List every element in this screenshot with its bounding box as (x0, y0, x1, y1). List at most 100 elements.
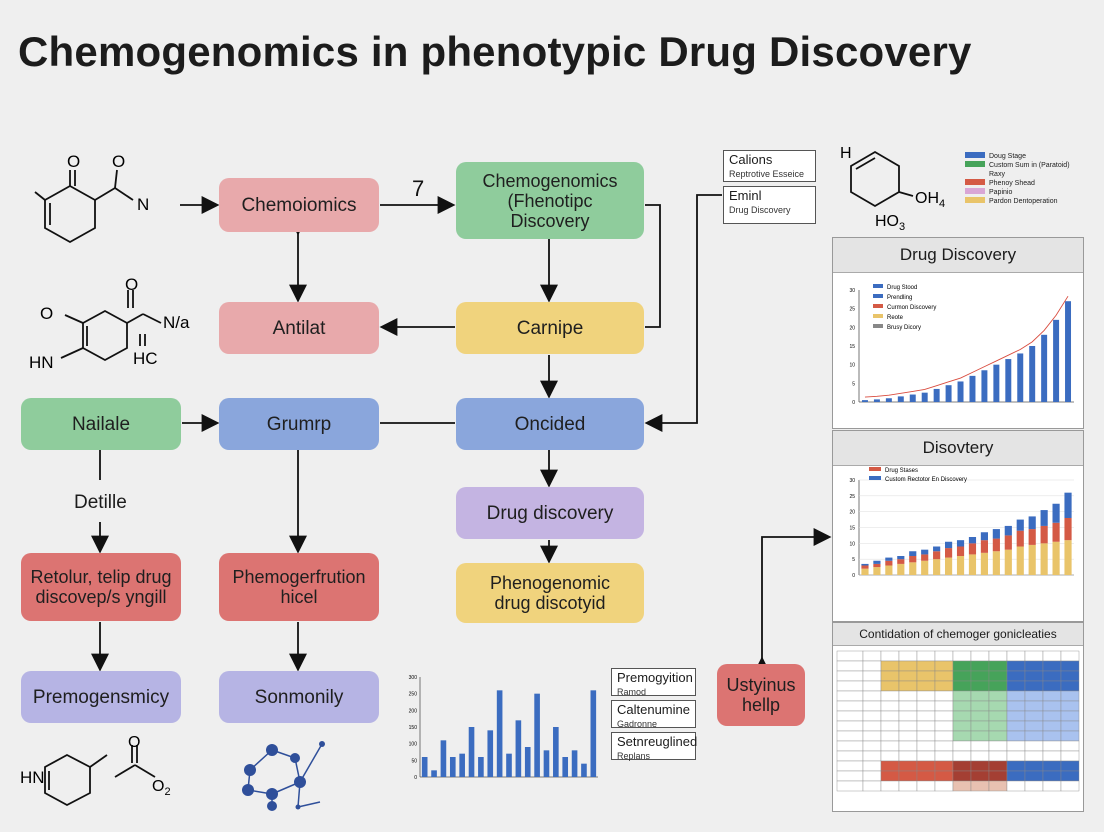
node-ustyinus[interactable]: Ustyinus hellp (717, 664, 805, 726)
table-cell (836, 670, 864, 682)
node-retolur[interactable]: Retolur, telip drug discovep/s yngill (21, 553, 181, 621)
table-cell (880, 770, 900, 782)
table-cell (952, 680, 972, 692)
table-cell (862, 760, 882, 772)
table-cell (970, 740, 990, 752)
node-premogensmicy[interactable]: Premogensmicy (21, 671, 181, 723)
node-oncided[interactable]: Oncided (456, 398, 644, 450)
chart2-bar-segment (992, 538, 1000, 552)
node-antilat[interactable]: Antilat (219, 302, 379, 354)
molecule-1-o2: O (112, 152, 125, 171)
box-caltenumine-title: Caltenumine (617, 702, 690, 717)
chart3-bar (515, 720, 522, 777)
box-setnreuglined[interactable]: Setnreuglined Replans (611, 732, 697, 761)
table-cell (1006, 740, 1026, 752)
chart1-y-tick: 30 (849, 288, 855, 294)
table-cell (862, 690, 882, 702)
table-cell (1042, 760, 1062, 772)
chart1-trend-line (864, 295, 1069, 398)
node-chemogenomics-phenotypic-discovery[interactable]: Chemogenomics (Fhenotipc Discovery (456, 162, 644, 239)
legend-item: Pardon Dentoperation (965, 197, 1070, 206)
chart2-bar-segment (980, 532, 988, 541)
table-cell (1042, 670, 1062, 682)
node-phenogenomic[interactable]: Phenogenomic drug discotyid (456, 563, 644, 623)
chart2-bar-segment (921, 554, 929, 561)
table-cell (862, 740, 882, 752)
molecule-3-h: H (840, 145, 852, 162)
table-cell (862, 750, 882, 762)
table-cell (1024, 770, 1044, 782)
chart2-bar-segment (1064, 492, 1072, 518)
table-cell (988, 700, 1008, 712)
node-chemoiomics[interactable]: Chemoiomics (219, 178, 379, 232)
chart3-y-tick: 50 (411, 758, 417, 764)
table-cell (1006, 700, 1026, 712)
chart1-legend-label: Drug Stood (887, 285, 917, 291)
table-cell (952, 710, 972, 722)
table-cell (988, 750, 1008, 762)
chart2-bar-segment (885, 557, 893, 561)
top-legend: Doug Stage Custom Sum in (Paratoid) Raxy… (965, 152, 1070, 206)
table-cell (934, 750, 954, 762)
table-cell (988, 670, 1008, 682)
table-cell (880, 750, 900, 762)
chart3-bar (459, 753, 465, 777)
chart1-y-tick: 25 (849, 307, 855, 313)
chart2-bar-segment (968, 554, 977, 575)
table-cell (862, 770, 882, 782)
node-nailale[interactable]: Nailale (21, 398, 181, 450)
table-cell (1042, 780, 1062, 792)
table-cell (1042, 700, 1062, 712)
table-cell (970, 760, 990, 772)
table-cell (934, 760, 954, 772)
chart1-bar (1065, 301, 1072, 402)
chart2-bar-segment (968, 537, 977, 544)
chart2-bar-segment (1028, 544, 1036, 575)
table-cell (1006, 650, 1026, 662)
box-calions[interactable]: Calions Reptrotive Esseice (723, 150, 816, 182)
table-cell (1006, 680, 1026, 692)
molecule-3-oh: OH4 (915, 190, 945, 210)
node-ustyinus-label: Ustyinus hellp (726, 675, 796, 715)
box-caltenumine[interactable]: Caltenumine Gadronne (611, 700, 696, 729)
legend-item: Phenoy Shead (965, 179, 1070, 188)
chart1-bar (861, 400, 868, 402)
chart3-bar (449, 757, 456, 777)
table-cell (836, 750, 864, 762)
arrow-eminl-oncided (644, 194, 722, 432)
chart1-bar (897, 396, 904, 402)
molecule-1: O O N (34, 152, 149, 244)
chart2-bar-segment (861, 563, 869, 566)
table-cell (934, 680, 954, 692)
table-cell (988, 650, 1008, 662)
arrow-ustyinus-chart2 (753, 528, 832, 675)
table-cell (1042, 660, 1062, 672)
node-drug-discovery[interactable]: Drug discovery (456, 487, 644, 539)
arrow-label-7: 7 (412, 176, 424, 201)
chart1-legend-label: Brusy Dicory (887, 325, 921, 331)
table-cell (1042, 770, 1062, 782)
chart2-bar-segment (956, 546, 965, 556)
chart3-y-tick: 300 (409, 675, 418, 681)
table-cell (836, 760, 864, 772)
box-premogyition[interactable]: Premogyition Ramod (611, 668, 696, 697)
table-cell (836, 740, 864, 752)
chart1-legend-swatch (873, 284, 883, 288)
table-cell (916, 780, 936, 792)
node-sonmonily[interactable]: Sonmonily (219, 671, 379, 723)
node-phemogerfrution[interactable]: Phemogerfrution hicel (219, 553, 379, 621)
chart3-bar (496, 690, 503, 777)
table-cell (898, 700, 918, 712)
node-grumrp[interactable]: Grumrp (219, 398, 379, 450)
table-cell (970, 660, 990, 672)
node-carnipe[interactable]: Carnipe (456, 302, 644, 354)
table-cell (1060, 660, 1080, 672)
table-cell (1024, 670, 1044, 682)
box-eminl[interactable]: Eminl Drug Discovery (723, 186, 816, 224)
chart3-y-tick: 150 (409, 725, 418, 731)
table-cell (898, 720, 918, 732)
node-chemogenomics-label: Chemogenomics (Fhenotipc Discovery (482, 170, 618, 231)
chart1-bar (1053, 319, 1060, 402)
